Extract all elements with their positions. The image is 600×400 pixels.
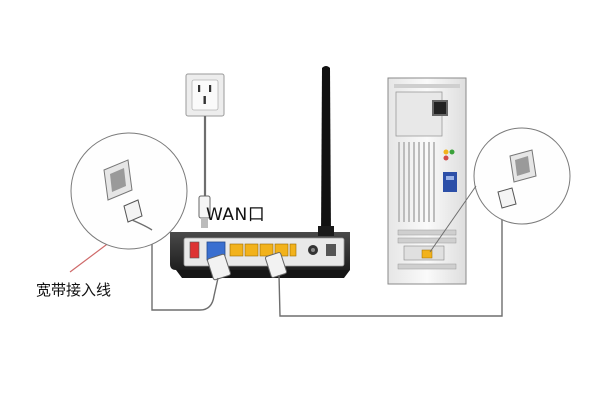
ethernet-plug-icon xyxy=(497,187,517,209)
ethernet-plug-icon xyxy=(123,199,153,231)
ethernet-plug-icon xyxy=(207,252,287,281)
power-cord xyxy=(198,116,211,228)
wall-jack-callout xyxy=(69,132,188,273)
router-icon xyxy=(170,232,350,278)
antenna-icon xyxy=(318,66,334,236)
wall-jack-icon xyxy=(103,159,133,201)
lan-ports xyxy=(229,243,297,257)
power-socket-icon xyxy=(185,73,225,117)
broadband-line-label: 宽带接入线 xyxy=(36,281,112,299)
pc-tower-icon xyxy=(387,77,467,285)
wan-port-label: WAN口 xyxy=(206,205,266,225)
wall-jack-icon xyxy=(509,149,537,183)
pc-jack-callout xyxy=(429,127,571,253)
